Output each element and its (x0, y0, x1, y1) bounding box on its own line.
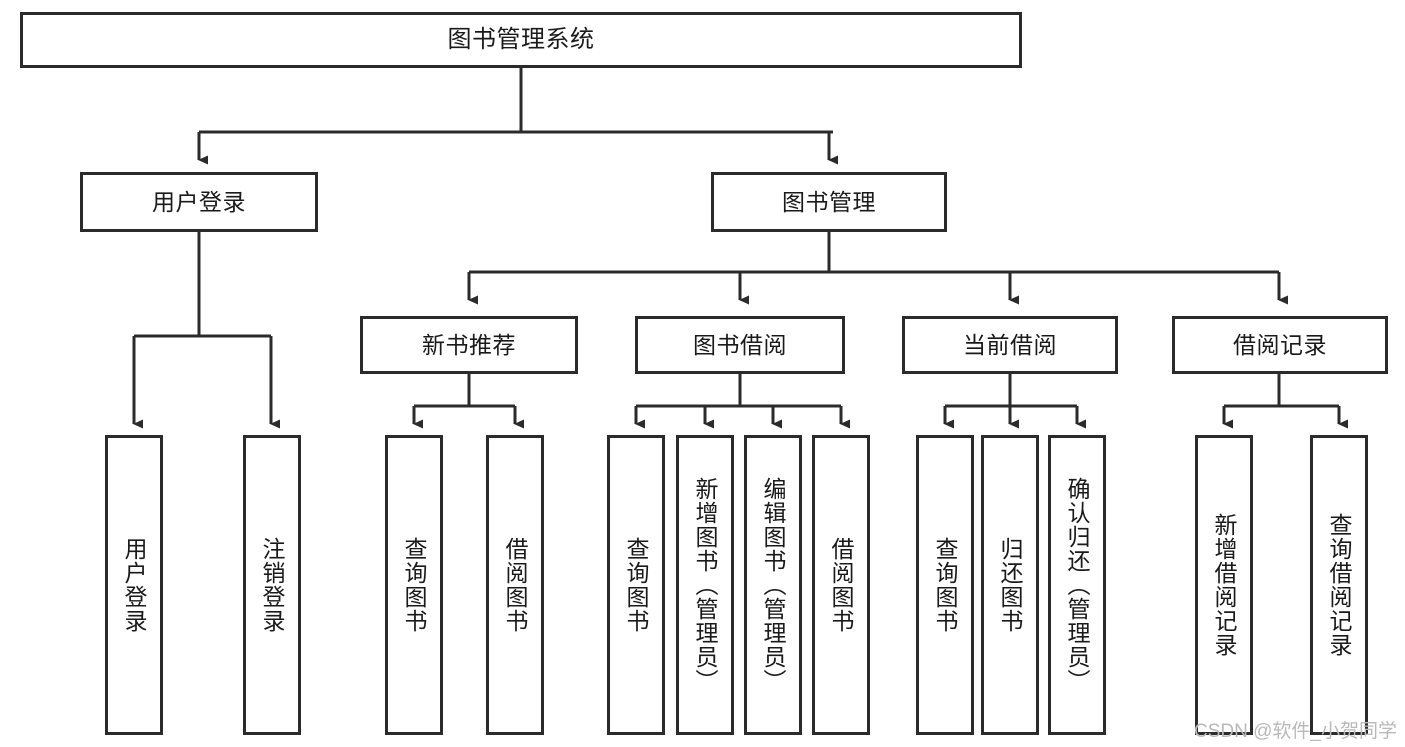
node-user-login[interactable]: 用户登录 (80, 172, 318, 232)
node-user-login-label: 用户登录 (152, 188, 246, 215)
node-root[interactable]: 图书管理系统 (20, 12, 1022, 68)
node-borrow-record-label: 借阅记录 (1233, 331, 1327, 358)
node-leaf-query-book-3-label: 查询图书 (932, 537, 959, 633)
node-leaf-borrow-book-2-label: 借阅图书 (828, 537, 855, 633)
node-leaf-borrow-book-1-label: 借阅图书 (502, 537, 529, 633)
node-book-management-label: 图书管理 (782, 188, 876, 215)
node-new-book-recommend[interactable]: 新书推荐 (360, 316, 578, 374)
node-leaf-query-record[interactable]: 查询借阅记录 (1310, 435, 1368, 735)
node-leaf-add-record-label: 新增借阅记录 (1211, 513, 1238, 657)
node-leaf-borrow-book-2[interactable]: 借阅图书 (812, 435, 870, 735)
node-leaf-query-book-1[interactable]: 查询图书 (385, 435, 443, 735)
node-borrow-record[interactable]: 借阅记录 (1172, 316, 1388, 374)
node-leaf-edit-book[interactable]: 编辑图书（管理员） (744, 435, 802, 735)
node-leaf-query-book-1-label: 查询图书 (401, 537, 428, 633)
node-book-borrow-label: 图书借阅 (693, 331, 787, 358)
node-leaf-user-login[interactable]: 用户登录 (105, 435, 163, 735)
node-leaf-borrow-book-1[interactable]: 借阅图书 (486, 435, 544, 735)
node-leaf-query-book-2-label: 查询图书 (623, 537, 650, 633)
node-leaf-add-record[interactable]: 新增借阅记录 (1195, 435, 1253, 735)
node-leaf-return-book[interactable]: 归还图书 (981, 435, 1039, 735)
node-leaf-query-record-label: 查询借阅记录 (1326, 513, 1353, 657)
node-leaf-user-login-label: 用户登录 (121, 537, 148, 633)
node-leaf-add-book-label: 新增图书（管理员） (692, 477, 719, 693)
watermark: CSDN @软件_小贺同学 (1194, 721, 1397, 742)
node-leaf-logout[interactable]: 注销登录 (243, 435, 301, 735)
node-leaf-add-book[interactable]: 新增图书（管理员） (676, 435, 734, 735)
node-leaf-confirm-return[interactable]: 确认归还（管理员） (1048, 435, 1106, 735)
node-current-borrow-label: 当前借阅 (963, 331, 1057, 358)
node-book-management[interactable]: 图书管理 (711, 172, 947, 232)
node-leaf-return-book-label: 归还图书 (997, 537, 1024, 633)
node-root-label: 图书管理系统 (447, 26, 595, 54)
node-book-borrow[interactable]: 图书借阅 (635, 316, 845, 374)
node-current-borrow[interactable]: 当前借阅 (902, 316, 1118, 374)
node-leaf-query-book-2[interactable]: 查询图书 (607, 435, 665, 735)
node-leaf-query-book-3[interactable]: 查询图书 (916, 435, 974, 735)
node-leaf-logout-label: 注销登录 (259, 537, 286, 633)
node-leaf-edit-book-label: 编辑图书（管理员） (760, 477, 787, 693)
node-leaf-confirm-return-label: 确认归还（管理员） (1064, 477, 1091, 693)
node-new-book-recommend-label: 新书推荐 (422, 331, 516, 358)
